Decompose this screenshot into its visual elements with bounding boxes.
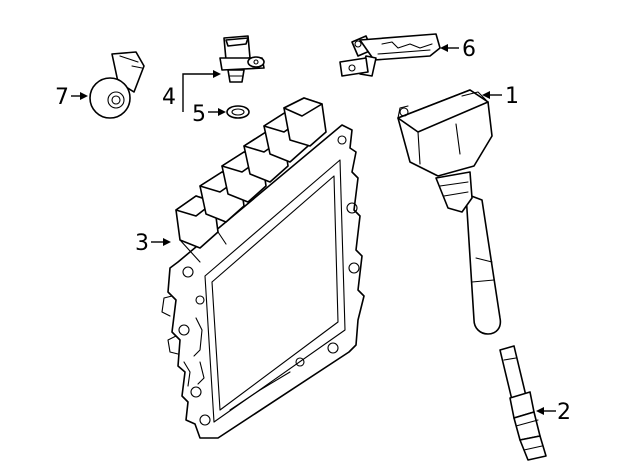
callout-5: 5 [192,102,226,127]
callout-label-2: 2 [557,400,571,425]
arrowhead-3 [163,238,171,246]
callout-label-1: 1 [505,84,519,109]
callout-1: 1 [482,84,519,109]
ecm-connector-block [175,97,327,263]
spark-plug-icon [499,345,547,461]
arrowhead-5 [218,108,226,116]
o-ring-seal-icon [226,105,250,119]
engine-control-module-icon [161,97,365,439]
callout-7: 7 [55,85,88,110]
callout-label-3: 3 [135,231,149,256]
arrowhead-1 [482,91,490,99]
callout-4: 4 [162,70,221,112]
callout-label-7: 7 [55,85,69,110]
sensor-bracket-icon [339,33,441,77]
arrowhead-2 [536,407,544,415]
leader-line-4-upper [182,73,214,96]
callout-label-5: 5 [192,102,206,127]
arrowhead-4-upper [213,70,221,78]
callout-label-6: 6 [462,37,476,62]
knock-sensor-icon [89,51,145,119]
callout-3: 3 [135,231,171,256]
callout-2: 2 [536,400,571,425]
arrowhead-7 [80,92,88,100]
callout-label-4: 4 [162,85,176,110]
callout-6: 6 [440,37,476,62]
sensor-icon [219,35,265,83]
arrowhead-6 [440,44,448,52]
ignition-coil-icon [397,89,502,335]
